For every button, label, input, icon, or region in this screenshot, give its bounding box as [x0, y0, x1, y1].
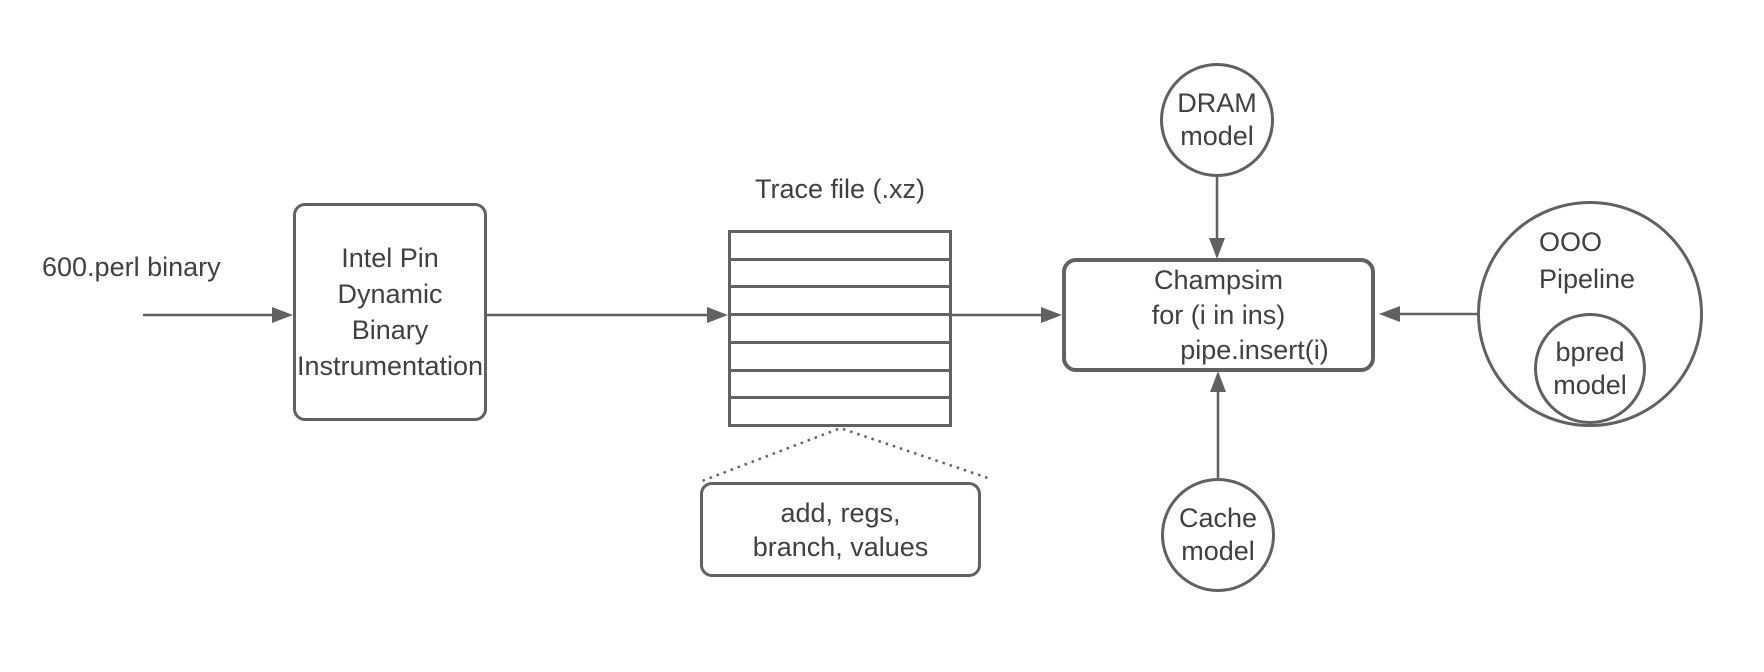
arrow-pin-to-trace	[487, 307, 728, 323]
dram-model-node: DRAM model	[1160, 63, 1274, 177]
trace-file-node	[728, 230, 952, 427]
arrow-cache-to-champsim	[1210, 371, 1226, 478]
dram-label-line: model	[1180, 121, 1254, 151]
input-binary-label: 600.perl binary	[42, 252, 221, 282]
arrow-ooo-to-champsim	[1379, 306, 1477, 322]
intel-pin-node: Intel Pin Dynamic Binary Instrumentation	[293, 203, 487, 421]
arrow-binary-to-pin	[143, 307, 293, 323]
callout-label-line: branch, values	[752, 531, 929, 562]
bpred-label-line: bpred	[1555, 336, 1625, 367]
cache-label-line: model	[1181, 536, 1255, 566]
champsim-node: Champsim for (i in ins) pipe.insert(i)	[1062, 258, 1375, 372]
callout-dotted-lines	[701, 427, 989, 483]
ooo-pipeline-label: OOO Pipeline	[1539, 224, 1635, 298]
trace-row	[731, 399, 949, 424]
ooo-label-line: Pipeline	[1539, 264, 1636, 294]
arrow-trace-to-champsim	[952, 307, 1062, 323]
trace-row	[731, 372, 949, 400]
trace-row	[731, 288, 949, 317]
trace-file-title: Trace file (.xz)	[754, 174, 925, 204]
intel-pin-label-line: Binary	[351, 315, 429, 345]
bpred-model-node: bpred model	[1534, 313, 1646, 424]
bpred-label-line: model	[1553, 369, 1627, 400]
callout-label-line: add, regs,	[780, 497, 901, 528]
trace-row	[731, 261, 949, 289]
ooo-pipeline-node	[1477, 201, 1703, 427]
trace-row	[731, 344, 949, 372]
intel-pin-label-line: Instrumentation	[296, 351, 484, 381]
trace-row	[731, 316, 949, 344]
trace-contents-callout: add, regs, branch, values	[700, 482, 981, 577]
champsim-label-line: Champsim	[1153, 264, 1284, 295]
trace-row	[731, 233, 949, 261]
arrow-dram-to-champsim	[1209, 177, 1225, 259]
intel-pin-label-line: Dynamic	[337, 279, 443, 309]
cache-label-line: Cache	[1178, 503, 1258, 533]
champsim-label-line: for (i in ins)	[1151, 299, 1286, 330]
ooo-label-line: OOO	[1539, 227, 1603, 257]
dram-label-line: DRAM	[1177, 88, 1257, 118]
cache-model-node: Cache model	[1161, 478, 1275, 592]
champsim-label-line: pipe.insert(i)	[1180, 334, 1329, 365]
intel-pin-label-line: Intel Pin	[341, 243, 439, 273]
